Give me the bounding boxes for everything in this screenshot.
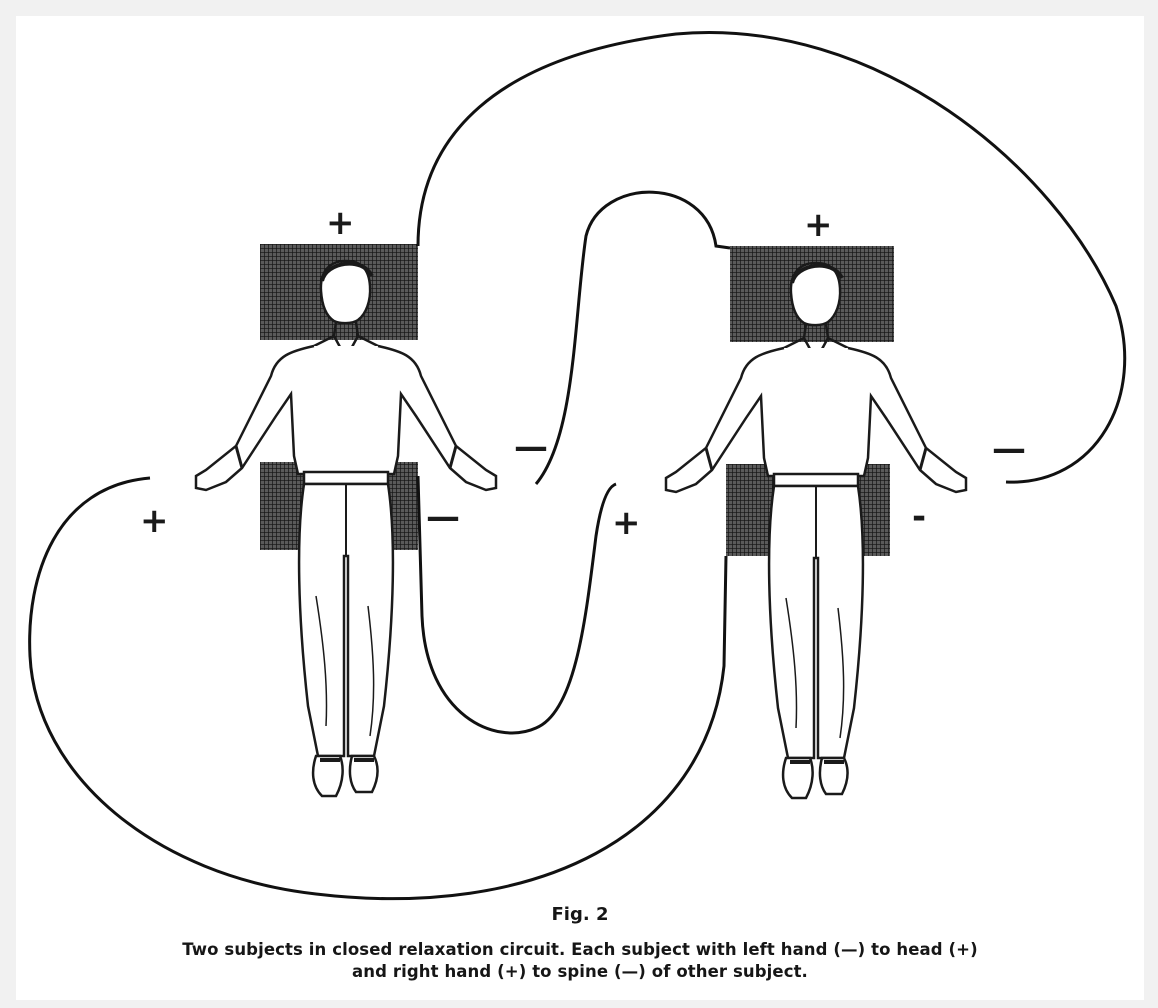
sign-hand-right-subject-left: — — [514, 427, 548, 467]
figure-page: + + + — — + — - Fig. 2 Two subjects in c… — [16, 16, 1144, 1000]
wire-hand-left-to-head-right — [534, 190, 731, 485]
sign-hand-left-subject-right: + — [612, 503, 641, 543]
sign-hand-right-subject-right: — — [992, 429, 1026, 469]
wire-hand-left-outer-to-spine-right — [28, 476, 728, 901]
figure-caption-line-1: Two subjects in closed relaxation circui… — [182, 940, 978, 959]
sign-hand-left-subject-left: + — [140, 501, 169, 541]
sign-head-left: + — [326, 203, 355, 243]
wire-spine-left-to-hand-right-subject — [416, 475, 617, 735]
figure-caption-line-2: and right hand (+) to spine (—) of other… — [352, 962, 808, 981]
sign-spine-right: - — [912, 497, 926, 537]
relaxation-circuit-diagram: + + + — — + — - — [28, 31, 1127, 901]
figure-label: Fig. 2 — [551, 904, 609, 925]
sign-spine-left: — — [426, 497, 460, 537]
sign-head-right: + — [804, 205, 833, 245]
wire-head-left-to-hand-right — [416, 31, 1127, 484]
